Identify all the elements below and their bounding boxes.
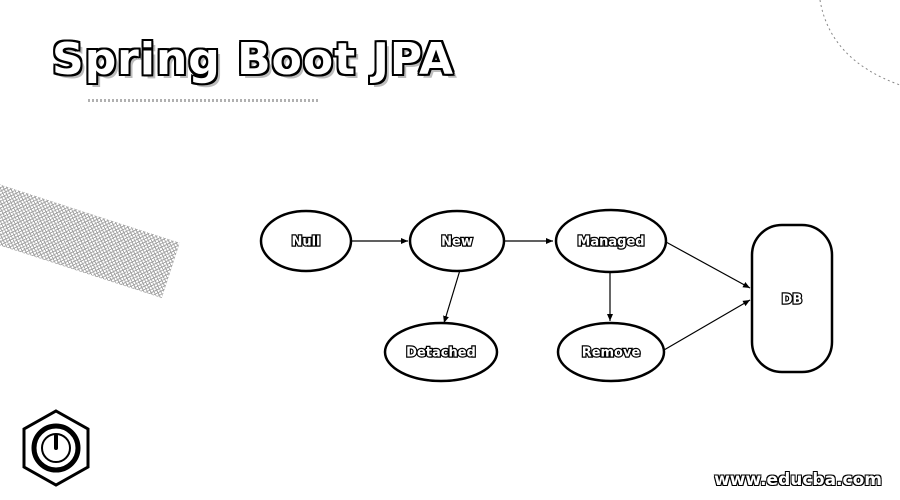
node-null: Null	[259, 209, 353, 273]
edge-managed-to-db	[665, 241, 751, 289]
title-underline	[88, 99, 320, 102]
node-db: DB	[750, 223, 834, 374]
node-managed-label: Managed	[577, 235, 644, 250]
node-remove-label: Remove	[582, 346, 641, 361]
node-detached-label: Detached	[406, 346, 476, 361]
page-title: Spring Boot JPA	[52, 34, 455, 85]
decorative-arc	[819, 0, 900, 86]
node-new-label: New	[441, 235, 473, 250]
footer-url: www.educba.com	[714, 470, 882, 490]
node-null-label: Null	[291, 235, 320, 250]
edge-remove-to-db	[663, 299, 751, 351]
node-remove: Remove	[556, 321, 666, 383]
node-managed: Managed	[554, 208, 668, 274]
node-db-label: DB	[782, 293, 803, 308]
edge-new-to-detached	[443, 269, 461, 324]
node-new: New	[408, 209, 506, 273]
power-button-hexagon-icon	[22, 409, 90, 487]
node-detached: Detached	[383, 321, 499, 383]
